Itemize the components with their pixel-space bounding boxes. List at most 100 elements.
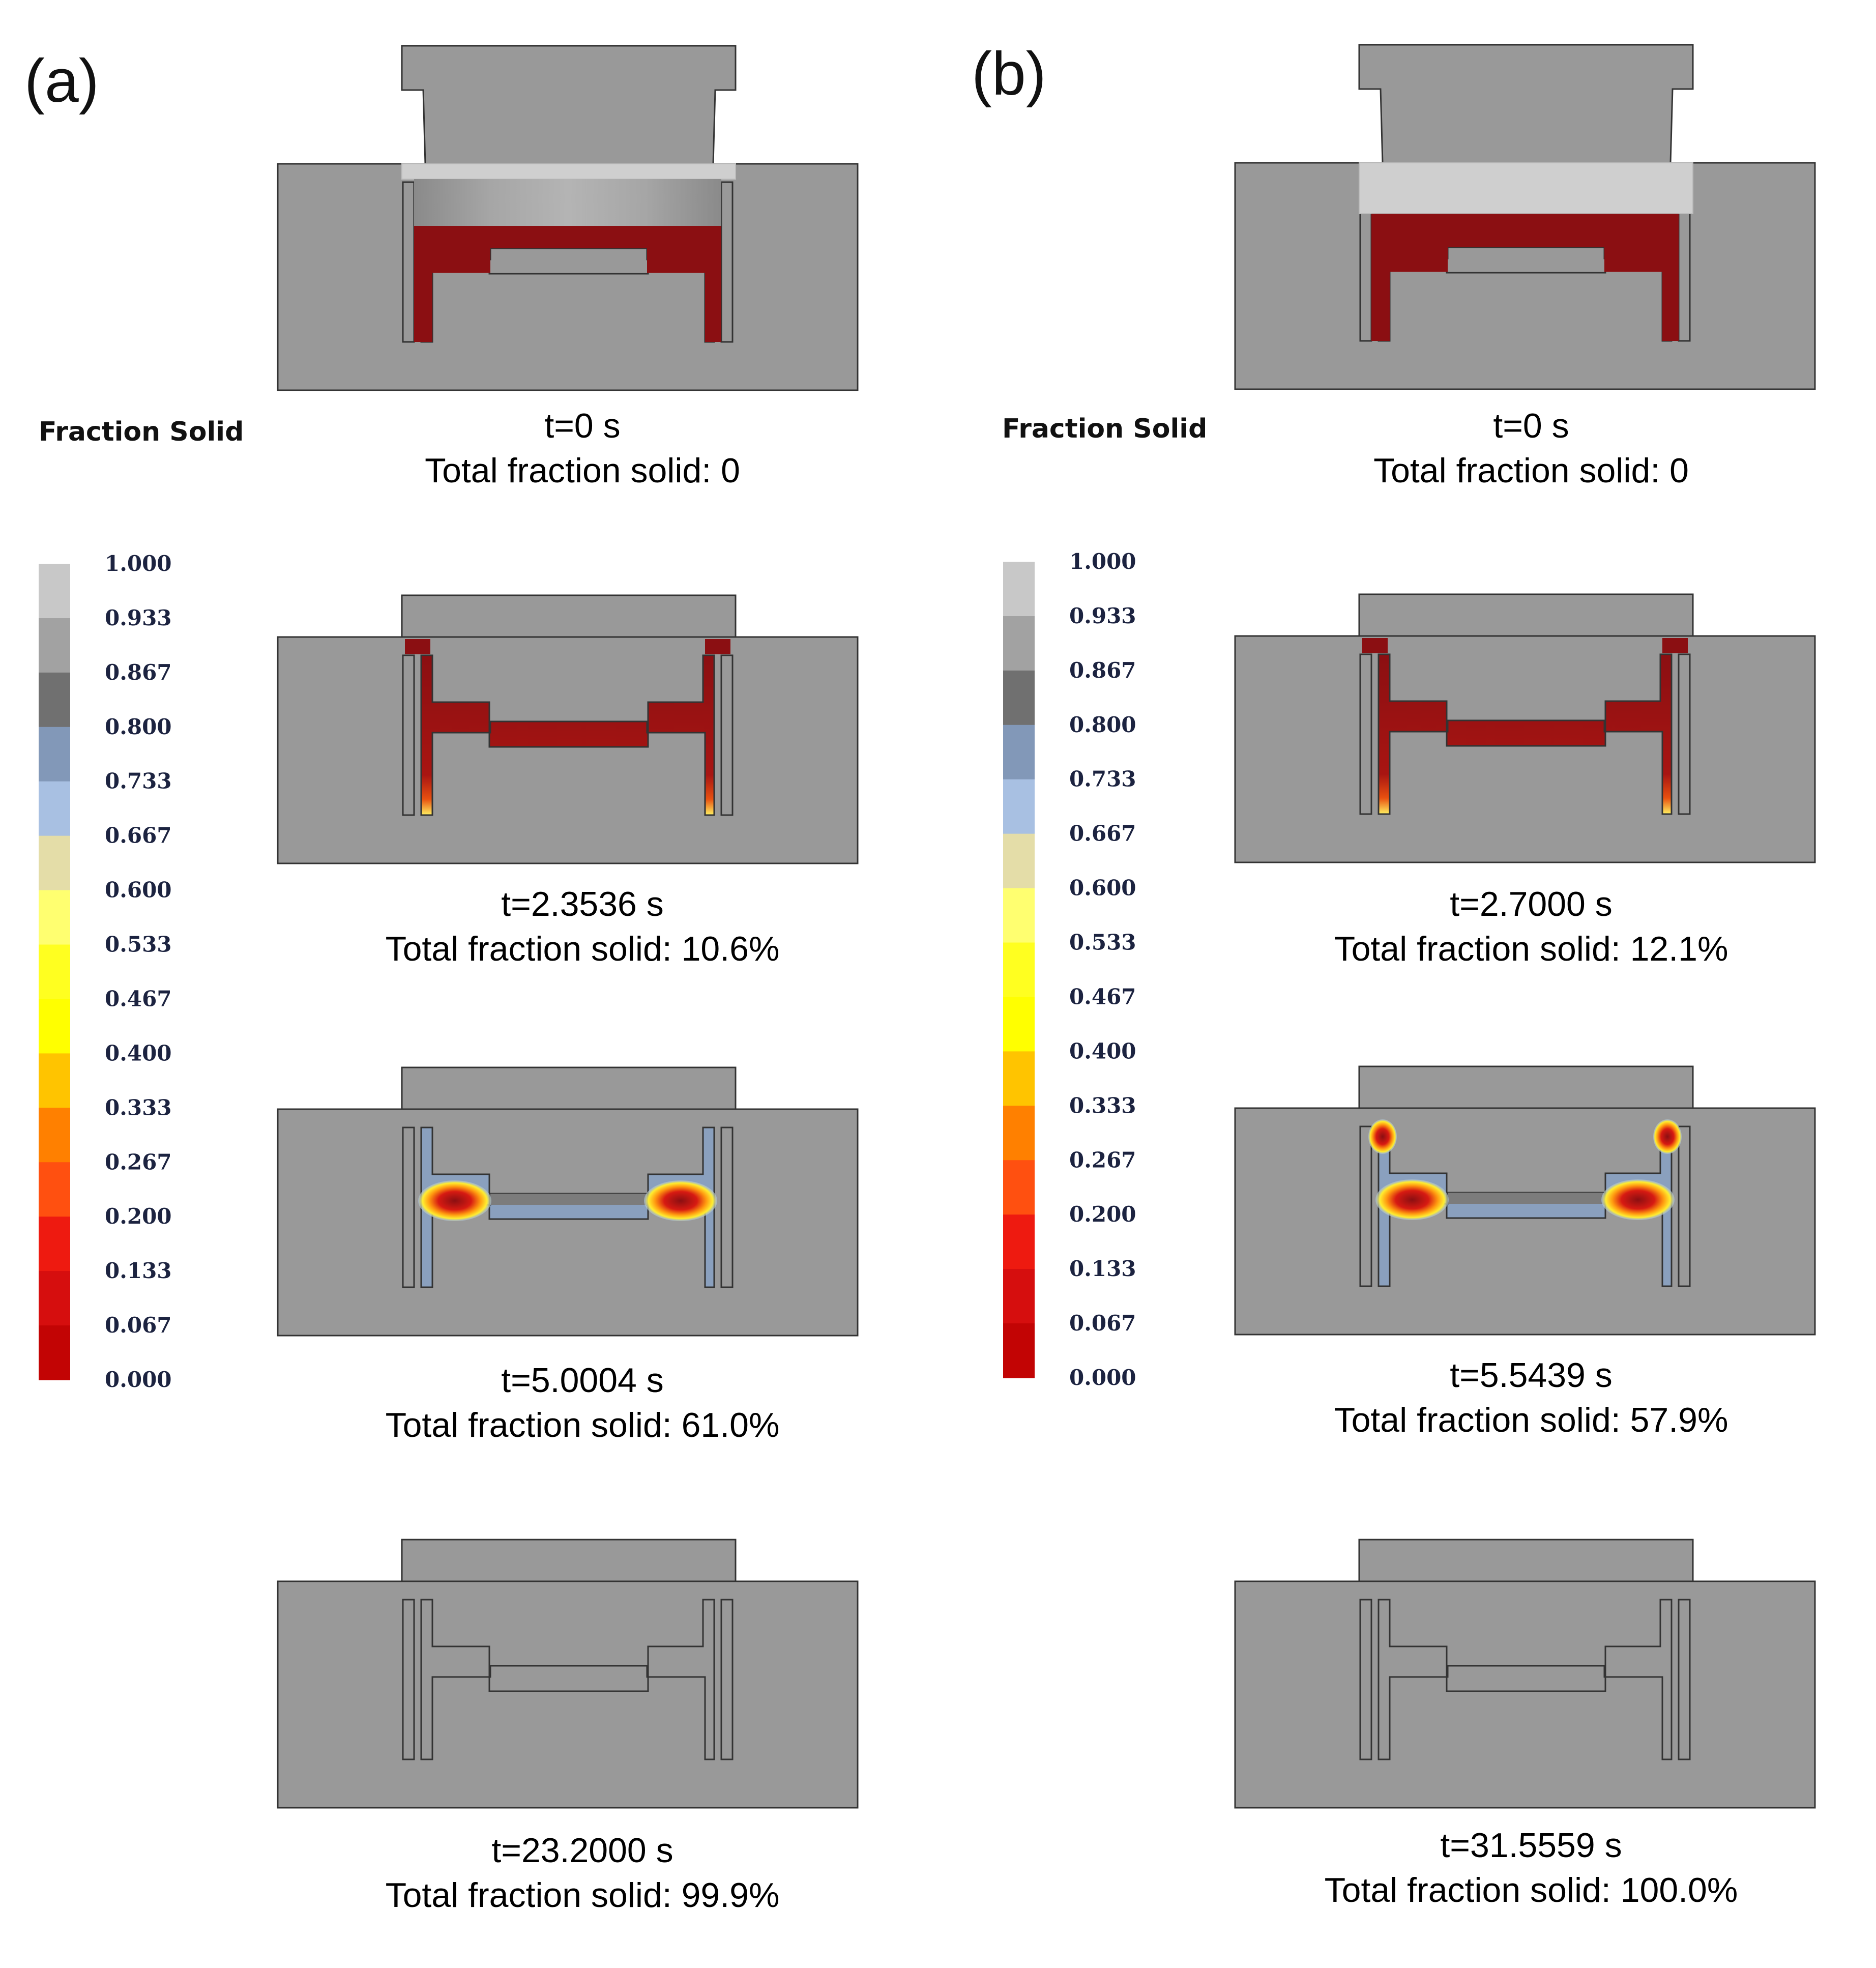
colorbar-tick-label: 0.867 <box>105 660 172 685</box>
colorbar-band <box>1003 779 1035 834</box>
colorbar-tick-label: 0.733 <box>1069 767 1136 792</box>
caption-time-b3: t=31.5559 s <box>1440 1826 1622 1865</box>
casting-frame-initial <box>1234 44 1816 390</box>
colorbar-band <box>39 835 70 891</box>
colorbar-band <box>39 1271 70 1326</box>
colorbar-tick-label: 0.667 <box>105 823 172 848</box>
colorbar-band <box>1003 725 1035 780</box>
colorbar-tick-label: 0.533 <box>1069 930 1136 955</box>
caption-time-a2: t=5.0004 s <box>501 1361 663 1400</box>
right-sleeve <box>720 181 734 343</box>
colorbar-band <box>39 890 70 945</box>
colorbar-tick-label: 0.667 <box>1069 821 1136 846</box>
colorbar-tick-label: 0.533 <box>105 932 172 957</box>
colorbar-band <box>39 781 70 836</box>
plate-layer <box>401 163 736 180</box>
upper-die <box>401 1539 737 1582</box>
colorbar-tick-label: 0.933 <box>1069 603 1136 628</box>
colorbar-band <box>1003 1051 1035 1106</box>
solidified-casting <box>1377 1599 1673 1760</box>
colorbar-band <box>39 727 70 782</box>
upper-die <box>1358 44 1694 164</box>
panel-label-a: (a) <box>24 47 99 115</box>
colorbar-band <box>1003 888 1035 943</box>
left-sleeve <box>402 1599 415 1760</box>
colorbar-band <box>1003 1106 1035 1161</box>
legend-title-b: Fraction Solid <box>1002 414 1207 444</box>
right-hot-spot <box>644 1180 717 1221</box>
colorbar-tick-label: 0.733 <box>105 769 172 794</box>
colorbar-band <box>39 564 70 619</box>
colorbar-tick-label: 0.600 <box>105 878 172 903</box>
right-sleeve <box>720 1599 734 1760</box>
colorbar-legend-b: Fraction Solid 1.000 0.933 0.867 0.800 0.733… <box>1002 414 1207 1390</box>
colorbar-tick-label: 0.000 <box>105 1367 172 1392</box>
colorbar-tick-label: 0.200 <box>1069 1202 1136 1227</box>
captions-a: t=0 s Total fraction solid: 0 t=2.3536 s… <box>386 407 780 1915</box>
colorbar-tick-label: 0.867 <box>1069 658 1136 683</box>
top-right-corner-metal <box>705 639 730 654</box>
colorbar-tick-label: 0.067 <box>1069 1311 1136 1336</box>
lower-mold <box>277 1580 859 1809</box>
captions-b: t=0 s Total fraction solid: 0 t=2.7000 s… <box>1325 407 1738 1909</box>
colorbar-band <box>39 944 70 1000</box>
lower-mold <box>1234 1107 1816 1336</box>
colorbar-tick-label: 0.800 <box>1069 712 1136 737</box>
colorbar-band <box>1003 1160 1035 1215</box>
left-sleeve <box>1359 653 1372 815</box>
colorbar-band <box>1003 616 1035 671</box>
legend-title-a: Fraction Solid <box>39 417 244 447</box>
colorbar-tick-label: 0.267 <box>105 1149 172 1174</box>
colorbar-band <box>1003 1214 1035 1269</box>
colorbar-tick-label: 0.467 <box>1069 984 1136 1009</box>
top-right-corner-metal <box>1662 638 1688 653</box>
colorbar-tick-label: 0.133 <box>1069 1256 1136 1281</box>
right-sleeve <box>720 654 734 816</box>
caption-time-a3: t=23.2000 s <box>491 1831 673 1870</box>
lower-mold <box>277 1108 859 1337</box>
caption-time-b0: t=0 s <box>1493 407 1569 445</box>
colorbar-tick-label: 0.800 <box>105 714 172 739</box>
plate-layer <box>1359 162 1693 214</box>
left-sleeve <box>402 654 415 816</box>
colorbar-tick-label: 0.400 <box>1069 1038 1136 1063</box>
upper-die <box>1358 1539 1694 1582</box>
right-sleeve <box>1678 1599 1691 1760</box>
lower-mold <box>1234 635 1816 863</box>
caption-time-b1: t=2.7000 s <box>1450 885 1612 923</box>
colorbar-tick-label: 0.333 <box>1069 1093 1136 1118</box>
colorbar-b: 1.000 0.933 0.867 0.800 0.733 0.667 0.600 0.533… <box>1003 549 1136 1390</box>
semi-solid-metal <box>420 654 715 816</box>
left-hot-spot <box>1375 1179 1449 1220</box>
solidified-casting <box>420 1599 715 1760</box>
colorbar-tick-label: 0.000 <box>1069 1365 1136 1390</box>
right-sleeve <box>720 1126 734 1288</box>
colorbar-band <box>1003 1323 1035 1378</box>
caption-total-a2: Total fraction solid: 61.0% <box>386 1406 780 1444</box>
panel-label-b: (b) <box>972 40 1046 108</box>
colorbar-tick-label: 1.000 <box>1069 549 1136 574</box>
casting-frame-mid <box>1234 1065 1816 1336</box>
colorbar-tick-label: 0.400 <box>105 1040 172 1065</box>
top-left-corner-metal <box>1362 638 1388 653</box>
right-top-hot-spot <box>1653 1119 1682 1154</box>
caption-time-a1: t=2.3536 s <box>501 885 663 923</box>
casting-frame-initial <box>277 45 859 391</box>
colorbar-tick-label: 0.067 <box>105 1313 172 1338</box>
casting-frame-early <box>277 594 859 864</box>
thin-web-solid <box>1448 1193 1604 1204</box>
colorbar-band <box>39 1108 70 1163</box>
simulation-frames <box>277 44 1816 1809</box>
colorbar-band <box>39 1217 70 1271</box>
colorbar-a: 1.0000.9330.8670.8000.7330.6670.6000.533… <box>39 551 172 1392</box>
caption-total-a0: Total fraction solid: 0 <box>425 451 740 490</box>
colorbar-band <box>39 672 70 728</box>
caption-total-b1: Total fraction solid: 12.1% <box>1334 930 1728 968</box>
upper-die <box>401 1066 737 1110</box>
colorbar-band <box>1003 942 1035 998</box>
colorbar-tick-label: 0.200 <box>105 1204 172 1229</box>
colorbar-tick-label: 0.600 <box>1069 876 1136 901</box>
left-sleeve <box>1359 1125 1372 1287</box>
caption-total-b0: Total fraction solid: 0 <box>1373 451 1689 490</box>
